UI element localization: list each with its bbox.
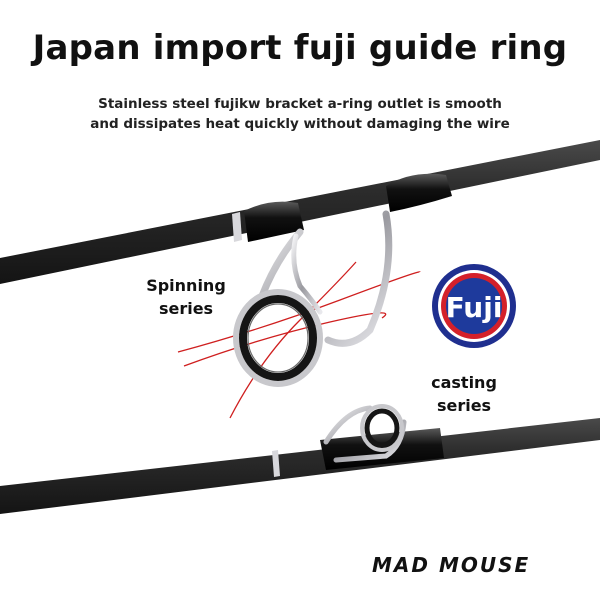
casting-series-label: casting series xyxy=(412,371,516,417)
upper-guide-wrap-right xyxy=(386,173,452,212)
lower-rod xyxy=(0,418,600,514)
fishing-line-1 xyxy=(177,271,421,353)
description-line-1: Stainless steel fujikw bracket a-ring ou… xyxy=(98,96,502,112)
page-title: Japan import fuji guide ring xyxy=(32,28,568,68)
brand-logo: MAD MOUSE xyxy=(372,553,531,577)
upper-guide-wrap-left xyxy=(244,201,304,242)
fuji-logo-inner xyxy=(446,278,502,334)
spinning-label-line-2: series xyxy=(158,299,214,318)
casting-label-line-2: series xyxy=(436,396,492,415)
lower-rod-band xyxy=(272,450,280,477)
product-description: Stainless steel fujikw bracket a-ring ou… xyxy=(60,94,540,134)
spinning-guide-ring-highlight xyxy=(247,303,309,373)
spinning-guide-ring-insert xyxy=(239,295,317,381)
upper-rod-band xyxy=(232,212,242,242)
fishing-line-3 xyxy=(229,261,357,419)
casting-guide-ring xyxy=(360,404,404,452)
casting-guide-ring-insert xyxy=(364,408,400,448)
fuji-logo-text: Fuji xyxy=(446,291,503,324)
spinning-guide-ring xyxy=(233,289,323,387)
casting-label-line-1: casting xyxy=(431,373,497,392)
spinning-series-label: Spinning series xyxy=(134,274,238,320)
description-line-2: and dissipates heat quickly without dama… xyxy=(90,116,510,132)
spinning-guide-frame-inner xyxy=(291,233,323,315)
spinning-label-line-1: Spinning xyxy=(146,276,226,295)
fuji-logo: Fuji xyxy=(432,264,516,348)
